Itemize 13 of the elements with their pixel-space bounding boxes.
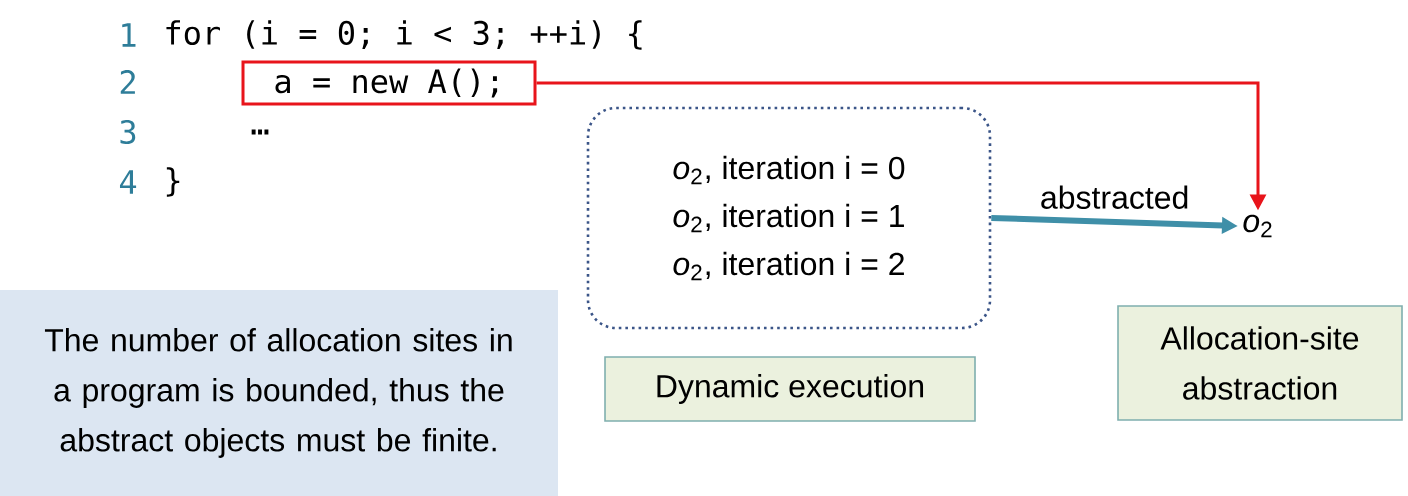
dotted-box: o$_{2}$, iteration i = 0 o$_{2}$, iteration i = 1 o$_{2}$, iteration i = 2 — [586, 106, 992, 330]
line-number: 2 — [120, 70, 135, 94]
line-number: 3 — [120, 119, 136, 145]
caption-box: Dynamic execution — [604, 356, 976, 422]
line-number: 1 — [122, 23, 136, 47]
caption-box: Allocation-site abstraction — [1117, 305, 1403, 421]
code-line: for (i = 0; i < 3; ++i) { — [166, 20, 642, 50]
object-label: o$_{2}$ — [1243, 214, 1272, 238]
code-line: } — [166, 167, 180, 197]
code-box: a = new A(); — [241, 60, 537, 106]
edge-label: abstracted — [1041, 185, 1188, 209]
note-box: The number of allocation sites in a program is bounded, thus the abstract objects must be finite. — [0, 290, 558, 496]
line-number: 4 — [120, 170, 137, 194]
